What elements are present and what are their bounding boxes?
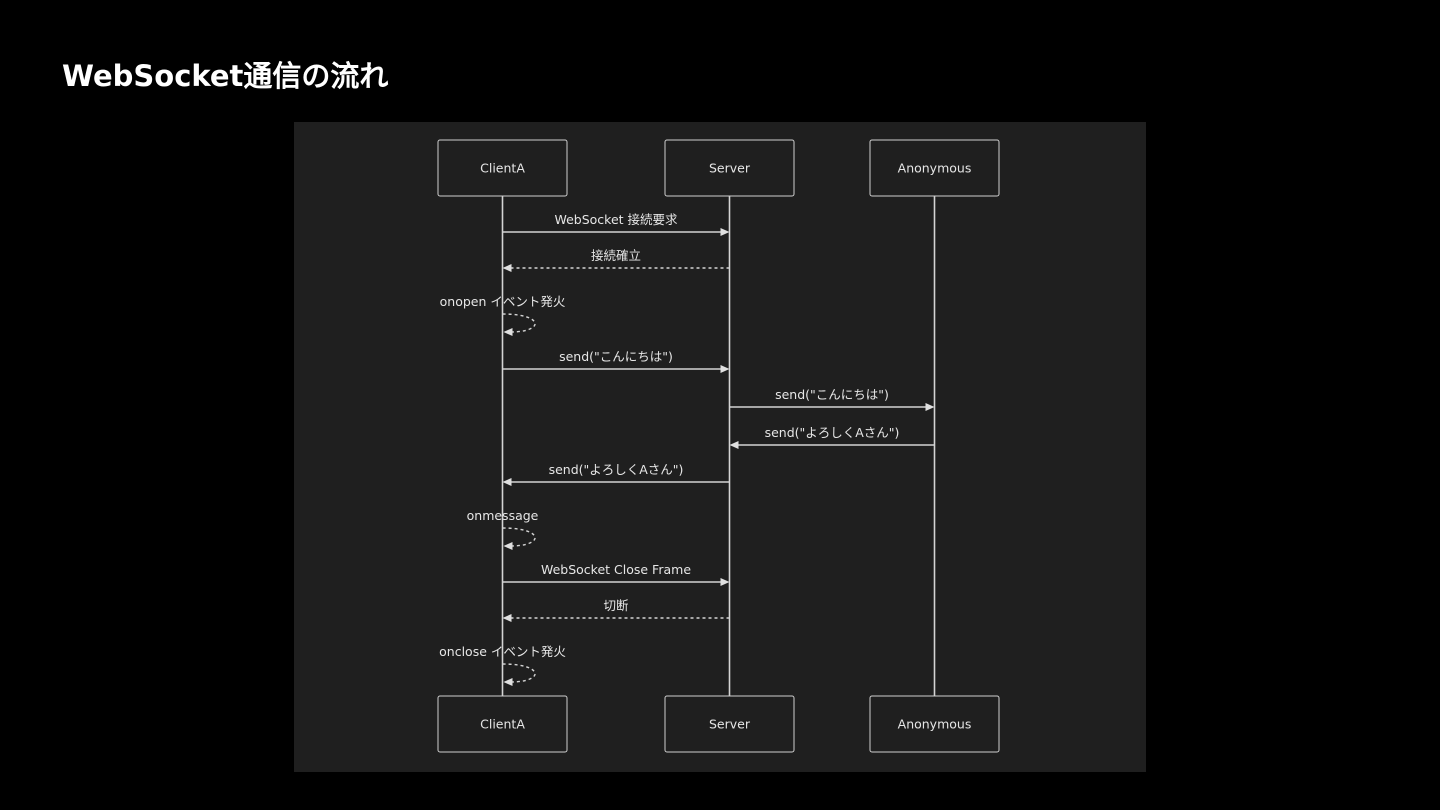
message-arrowhead-11 xyxy=(503,678,513,686)
message-label-8: onmessage xyxy=(467,508,539,523)
participant-box-anonymous-top xyxy=(869,139,1000,197)
message-arrowhead-4 xyxy=(720,365,730,373)
message-arrowhead-7 xyxy=(502,478,512,486)
message-arrowhead-5 xyxy=(925,403,935,411)
message-label-1: WebSocket 接続要求 xyxy=(554,212,678,227)
participant-box-clientA-bottom xyxy=(437,695,568,753)
message-line-8 xyxy=(502,527,536,547)
message-label-4: send("こんにちは") xyxy=(559,349,673,364)
message-label-5: send("こんにちは") xyxy=(775,387,889,402)
participant-box-server-top xyxy=(664,139,795,197)
participant-box-anonymous-bottom xyxy=(869,695,1000,753)
slide-title: WebSocket通信の流れ xyxy=(62,59,389,93)
message-arrowhead-1 xyxy=(720,228,730,236)
message-line-3 xyxy=(502,313,536,333)
participant-box-server-bottom xyxy=(664,695,795,753)
participant-label-anonymous-bottom: Anonymous xyxy=(898,717,972,732)
message-label-6: send("よろしくAさん") xyxy=(765,425,900,440)
message-label-2: 接続確立 xyxy=(591,248,641,263)
message-label-3: onopen イベント発火 xyxy=(440,294,566,309)
message-arrowhead-9 xyxy=(720,578,730,586)
participant-label-clientA-top: ClientA xyxy=(480,161,525,176)
participant-label-anonymous-top: Anonymous xyxy=(898,161,972,176)
message-line-11 xyxy=(502,663,536,683)
message-label-7: send("よろしくAさん") xyxy=(549,462,684,477)
message-arrowhead-2 xyxy=(502,264,512,272)
message-arrowhead-6 xyxy=(729,441,739,449)
message-arrowhead-8 xyxy=(503,542,513,550)
message-label-11: onclose イベント発火 xyxy=(439,644,566,659)
participant-label-server-bottom: Server xyxy=(709,717,751,732)
message-arrowhead-10 xyxy=(502,614,512,622)
participant-label-clientA-bottom: ClientA xyxy=(480,717,525,732)
message-arrowhead-3 xyxy=(503,328,513,336)
participant-box-clientA-top xyxy=(437,139,568,197)
participant-label-server-top: Server xyxy=(709,161,751,176)
message-label-10: 切断 xyxy=(603,598,628,613)
message-label-9: WebSocket Close Frame xyxy=(541,562,691,577)
